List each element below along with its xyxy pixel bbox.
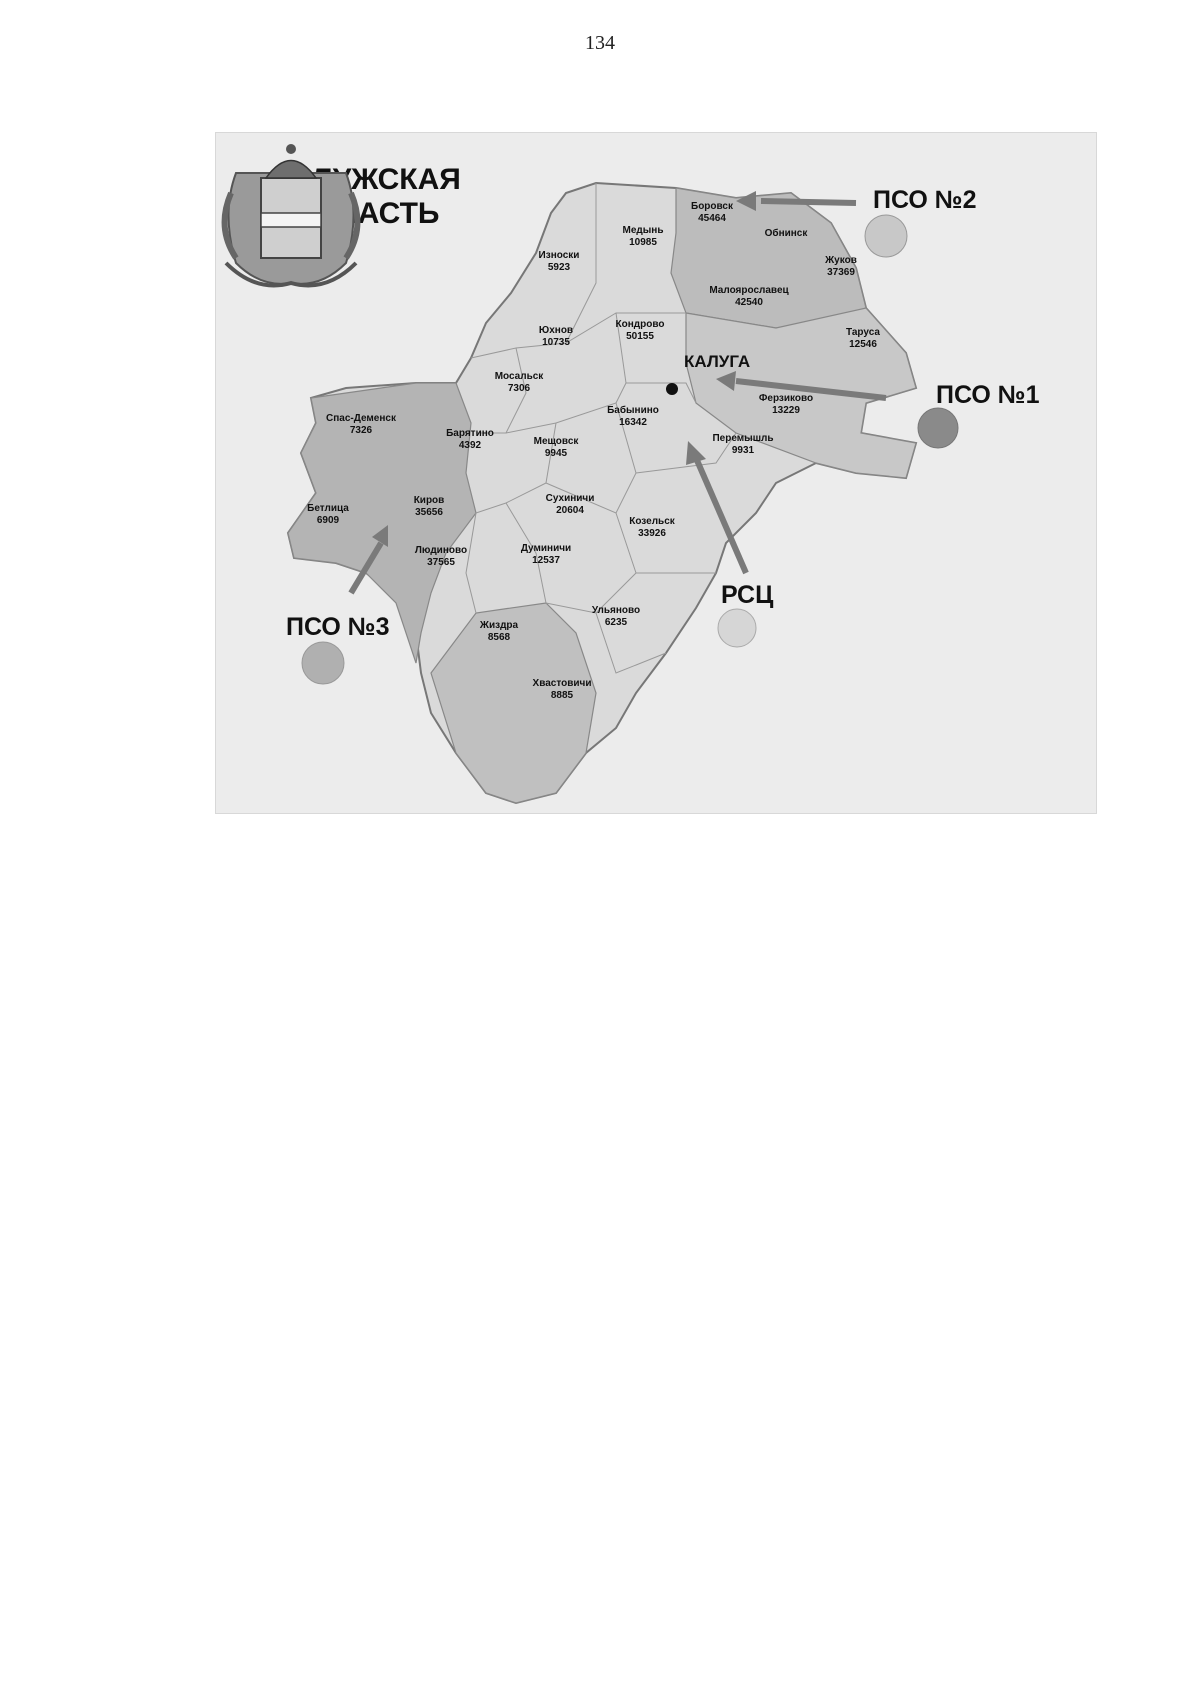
pso2-label: ПСО №2 [873, 186, 977, 214]
zone-southwest [287, 382, 477, 664]
pso3-marker [301, 641, 345, 685]
arrow-pso3-head [372, 525, 388, 547]
arrow-pso2 [760, 198, 857, 206]
district-boundaries [465, 183, 737, 674]
arrow-pso1 [735, 378, 887, 401]
district-obninsk: Обнинск [764, 228, 808, 239]
region-map [286, 181, 959, 805]
arrow-pso3 [348, 541, 384, 595]
kaluga-label: КАЛУГА [684, 352, 751, 371]
zone-east [685, 307, 917, 479]
arrow-rsc-head [686, 441, 706, 465]
pso2-marker [864, 214, 908, 258]
rsc-label: РСЦ [721, 581, 774, 609]
page-number: 134 [585, 32, 615, 54]
rsc-marker [717, 608, 757, 648]
arrow-pso1-head [716, 371, 736, 391]
coat-of-arms-emblem [221, 144, 361, 288]
callout-arrows [348, 191, 887, 595]
kaluga-city-dot [666, 383, 678, 395]
arrow-rsc [693, 456, 749, 575]
zone-south [430, 602, 597, 804]
pso1-label: ПСО №1 [936, 381, 1040, 409]
pso3-label: ПСО №3 [286, 613, 390, 641]
pso1-marker [917, 407, 959, 449]
arrow-pso2-head [736, 191, 756, 211]
